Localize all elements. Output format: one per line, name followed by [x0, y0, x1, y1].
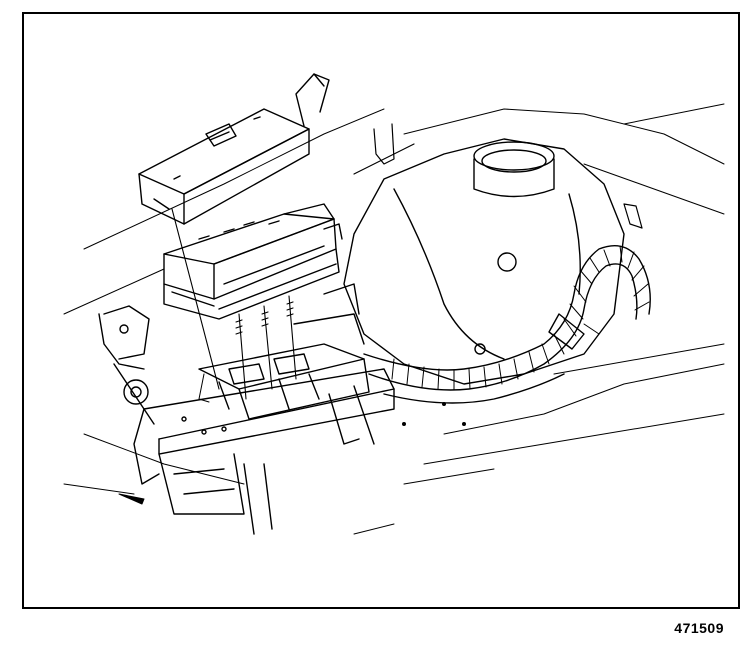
wiring-harness [364, 246, 650, 403]
fuse-block-base [164, 204, 359, 319]
figure-number: 471509 [674, 620, 724, 636]
fuse-block-illustration [24, 14, 738, 607]
body-panel-lines [64, 104, 724, 534]
misc-details [119, 324, 599, 504]
fastener-lines [172, 209, 296, 399]
radiator-support [99, 306, 394, 534]
diagram-frame [22, 12, 740, 609]
hood-hinge [354, 124, 642, 228]
mounting-bracket [199, 314, 374, 444]
fuse-block-cover [139, 74, 329, 224]
strut-tower [344, 139, 624, 384]
